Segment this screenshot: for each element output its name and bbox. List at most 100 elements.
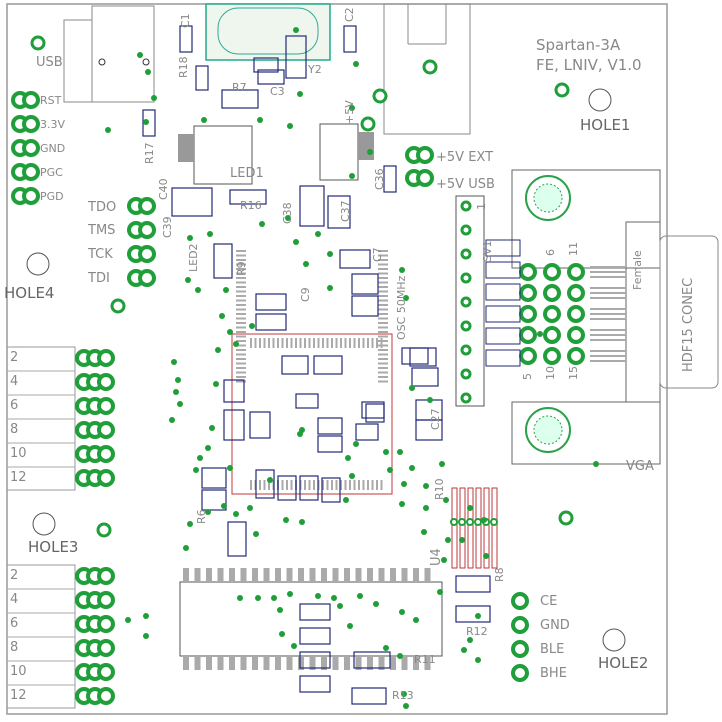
jtag-pad: [22, 163, 40, 181]
conn-pin-10: 10: [544, 366, 557, 380]
via: [481, 517, 487, 523]
smd-part: [455, 575, 491, 593]
via: [143, 119, 149, 125]
via: [185, 277, 191, 283]
jtag-pad: [22, 139, 40, 157]
via: [293, 239, 299, 245]
header-pin-label: 8: [10, 640, 19, 655]
header-pin: [97, 615, 115, 633]
vga-pin: [543, 263, 561, 281]
bus-ce: CE: [540, 594, 558, 609]
header-pin: [97, 445, 115, 463]
header-pin: [97, 373, 115, 391]
via: [175, 377, 181, 383]
via: [303, 261, 309, 267]
smd-part: [299, 475, 319, 501]
smd-components: [142, 25, 491, 705]
bus-pad: [511, 616, 529, 634]
fpga-pins: [236, 250, 388, 490]
jtag-tdo: TDO: [88, 200, 117, 215]
header-bottom-pins: [7, 567, 115, 705]
smd-part: [255, 313, 287, 331]
smd-part: [313, 355, 343, 375]
sv1-pin: [460, 392, 472, 404]
header-pin-label: 10: [10, 446, 27, 461]
via: [125, 617, 131, 623]
via: [253, 531, 259, 537]
resistor: [485, 349, 521, 367]
header-pin-label: 2: [10, 350, 19, 365]
usb-connector-flange: [63, 19, 93, 103]
smd-part: [253, 57, 279, 73]
via: [347, 623, 353, 629]
smd-part: [351, 295, 379, 317]
via-pad: [554, 82, 570, 98]
ref-sv1: SV1: [481, 240, 494, 262]
ref-c1: C1: [179, 13, 192, 28]
smd-part: [295, 393, 319, 409]
ref-osc: OSC 50MHz: [395, 275, 408, 340]
ref-c38: C38: [281, 202, 294, 224]
hole1-circle: [588, 88, 612, 112]
via: [287, 123, 293, 129]
resistor-strip: [459, 487, 466, 569]
via: [367, 149, 373, 155]
via: [353, 61, 359, 67]
conn-pin-6: 6: [544, 249, 557, 256]
vga-pin: [543, 326, 561, 344]
via: [467, 505, 473, 511]
via: [593, 461, 599, 467]
smd-part: [142, 109, 156, 137]
via: [327, 251, 333, 257]
vga-pin: [519, 263, 537, 281]
via: [349, 473, 355, 479]
regulator-tab: [178, 134, 194, 162]
via: [299, 427, 305, 433]
ref-c40: C40: [157, 178, 170, 200]
via: [195, 287, 201, 293]
resistor-strip: [483, 487, 490, 569]
sram-chip: [179, 581, 443, 657]
via: [423, 505, 429, 511]
smd-part: [339, 249, 371, 269]
bus-pad: [511, 640, 529, 658]
smd-part: [223, 409, 245, 441]
jtag-pad: [22, 115, 40, 133]
ref-r13: R13: [392, 689, 414, 702]
fpga-outline: [231, 333, 393, 495]
smd-part: [383, 165, 397, 193]
sv1-pin: [460, 296, 472, 308]
via: [171, 359, 177, 365]
vga-pin: [543, 305, 561, 323]
vga-shell-bottom: [511, 401, 661, 465]
smd-part: [321, 477, 341, 503]
smd-part: [455, 605, 491, 623]
via: [267, 477, 273, 483]
jtag2-pad: [138, 245, 156, 263]
ref-c36: C36: [373, 168, 386, 190]
smd-part: [255, 293, 287, 311]
smd-part: [351, 687, 387, 705]
resistor: [485, 261, 521, 279]
ref-r10: R10: [433, 478, 446, 500]
via: [461, 647, 467, 653]
via: [177, 401, 183, 407]
vga-pin: [567, 263, 585, 281]
usb-pad: [98, 58, 106, 66]
power-pad: [416, 169, 434, 187]
bus-pad: [511, 592, 529, 610]
via: [197, 455, 203, 461]
power-jack: [383, 3, 471, 135]
via-pad: [96, 522, 112, 538]
header-top-pins: [7, 349, 115, 487]
via: [173, 389, 179, 395]
connector-female: Female: [631, 250, 644, 290]
sv1-pin: [460, 344, 472, 356]
smd-part: [409, 347, 437, 367]
smd-part: [201, 467, 227, 489]
smd-part: [299, 651, 331, 669]
via: [357, 593, 363, 599]
via: [413, 617, 419, 623]
jtag2-pad: [138, 197, 156, 215]
vga-plug: [659, 235, 719, 389]
